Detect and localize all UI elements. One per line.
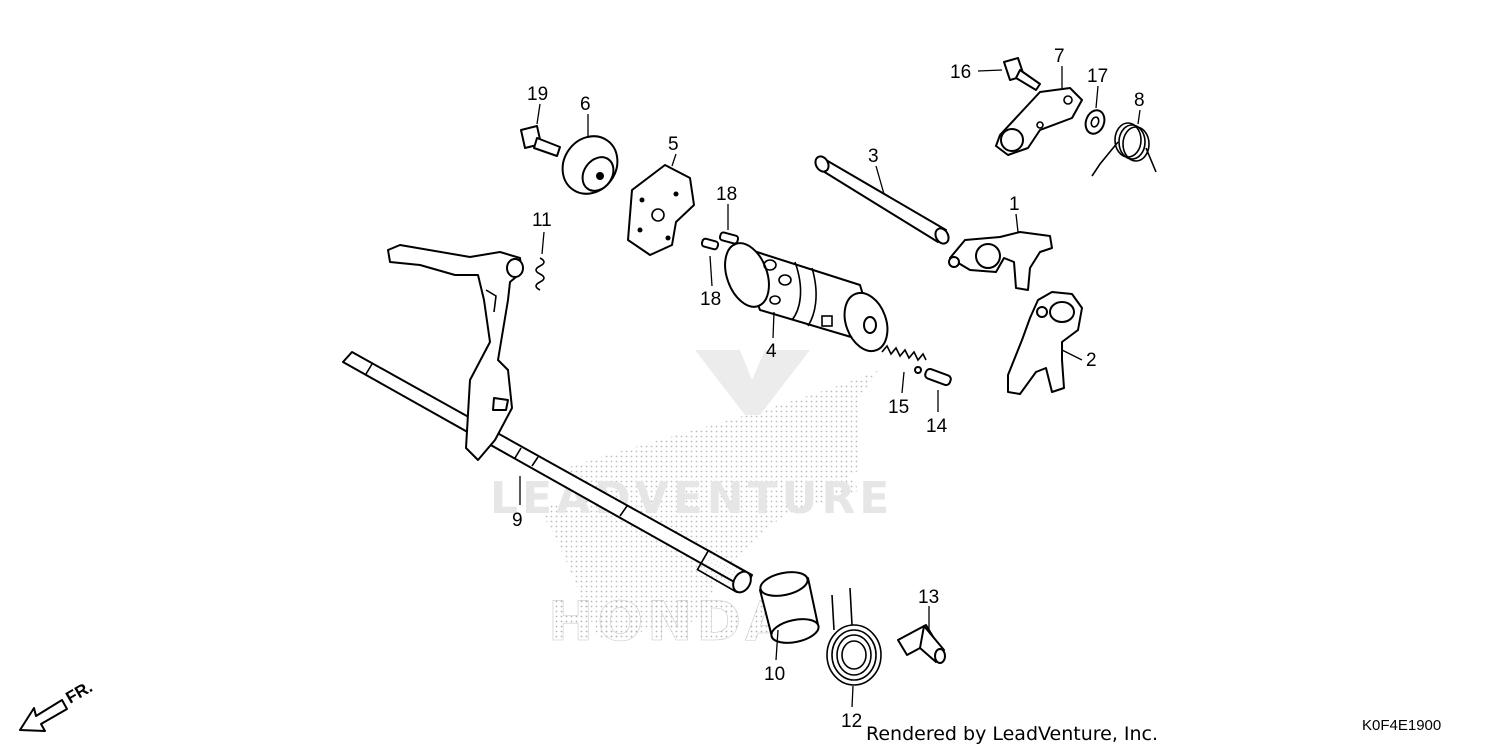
callout-5[interactable]: 5 xyxy=(668,134,679,155)
callout-11[interactable]: 11 xyxy=(532,210,552,231)
callout-18-upper[interactable]: 18 xyxy=(716,184,737,205)
callout-3[interactable]: 3 xyxy=(868,146,879,167)
part-16-bolt[interactable] xyxy=(1003,57,1041,91)
honda-watermark-text: HONDA xyxy=(548,590,791,653)
part-1-shift-fork[interactable] xyxy=(948,231,1053,291)
callout-1[interactable]: 1 xyxy=(1009,194,1020,215)
part-4-shift-drum[interactable] xyxy=(717,237,895,357)
part-12-return-spring[interactable] xyxy=(826,587,882,686)
part-19-bolt[interactable] xyxy=(520,125,561,157)
part-2-shift-fork[interactable] xyxy=(1007,291,1083,395)
callout-labels: 1 2 3 4 5 6 7 8 9 10 11 12 13 14 15 16 1… xyxy=(512,46,1145,732)
front-arrow-icon xyxy=(19,699,68,732)
front-indicator: FR. xyxy=(19,677,96,732)
callout-9[interactable]: 9 xyxy=(512,510,523,531)
honda-wing-logo xyxy=(540,370,880,640)
leadventure-v-logo xyxy=(695,350,810,415)
leader-lines xyxy=(519,66,1141,708)
callout-14[interactable]: 14 xyxy=(926,416,948,437)
callout-4[interactable]: 4 xyxy=(766,341,777,362)
callout-12[interactable]: 12 xyxy=(841,711,862,732)
callout-2[interactable]: 2 xyxy=(1086,350,1097,371)
part-18-pin-b[interactable] xyxy=(700,237,720,251)
part-11-spring[interactable] xyxy=(535,257,545,291)
callout-16[interactable]: 16 xyxy=(950,62,971,83)
callout-19[interactable]: 19 xyxy=(527,84,548,105)
part-15-spring[interactable] xyxy=(881,344,927,374)
part-7-stopper-arm[interactable] xyxy=(995,87,1083,156)
part-8-spring[interactable] xyxy=(1091,122,1157,177)
leadventure-watermark-text: LEADVENTURE xyxy=(490,473,893,524)
callout-17[interactable]: 17 xyxy=(1087,66,1108,87)
part-3-fork-shaft[interactable] xyxy=(813,154,951,246)
callout-8[interactable]: 8 xyxy=(1134,90,1145,111)
part-6-cam-plate[interactable] xyxy=(551,126,628,205)
callout-7[interactable]: 7 xyxy=(1054,46,1065,67)
callout-6[interactable]: 6 xyxy=(580,94,591,115)
callout-10[interactable]: 10 xyxy=(764,664,785,685)
callout-15[interactable]: 15 xyxy=(888,397,909,418)
callout-13[interactable]: 13 xyxy=(918,587,939,608)
part-18-pin-a[interactable] xyxy=(718,231,740,245)
part-9-gearshift-spindle[interactable] xyxy=(342,244,754,596)
front-label: FR. xyxy=(63,677,96,707)
part-17-washer[interactable] xyxy=(1082,108,1107,137)
part-13-pivot-bolt[interactable] xyxy=(897,624,946,664)
callout-18-lower[interactable]: 18 xyxy=(700,289,721,310)
part-5-stopper-plate[interactable] xyxy=(627,164,695,256)
part-10-collar[interactable] xyxy=(758,568,821,646)
part-14-pin[interactable] xyxy=(924,367,952,387)
diagram-code: K0F4E1900 xyxy=(1362,717,1441,734)
rendered-by-credit: Rendered by LeadVenture, Inc. xyxy=(866,723,1158,745)
